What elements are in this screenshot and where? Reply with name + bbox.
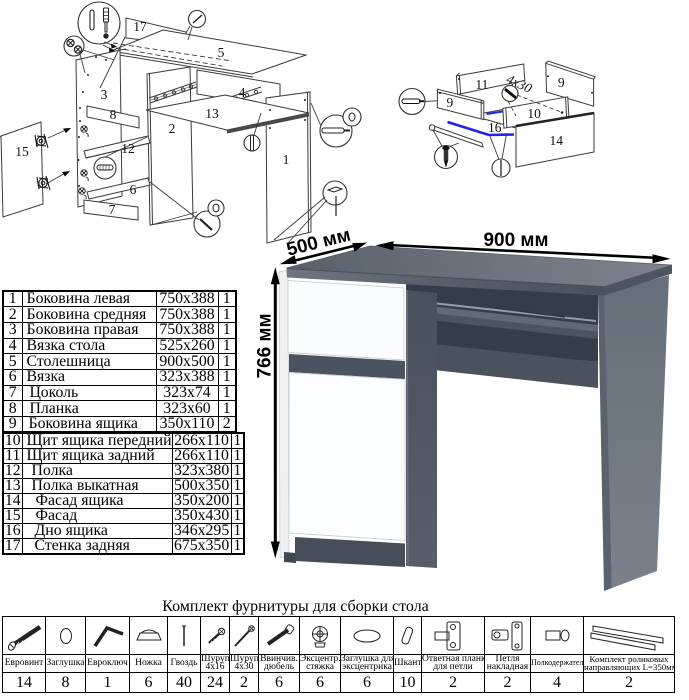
svg-text:766 мм: 766 мм <box>255 313 276 378</box>
svg-text:7: 7 <box>109 202 116 217</box>
svg-text:14: 14 <box>550 133 564 148</box>
svg-text:3: 3 <box>101 87 108 102</box>
svg-text:15: 15 <box>15 144 29 159</box>
svg-text:16: 16 <box>488 120 502 135</box>
svg-text:17: 17 <box>133 19 147 34</box>
svg-text:4: 4 <box>239 85 246 100</box>
svg-text:900 мм: 900 мм <box>483 230 548 251</box>
svg-text:9: 9 <box>558 75 565 90</box>
svg-text:2: 2 <box>169 121 176 136</box>
svg-text:10: 10 <box>527 106 541 121</box>
svg-text:8: 8 <box>110 107 117 122</box>
svg-text:9: 9 <box>447 95 454 110</box>
svg-text:11: 11 <box>475 77 488 92</box>
svg-text:12: 12 <box>121 141 135 156</box>
svg-text:1: 1 <box>283 152 290 167</box>
svg-text:5: 5 <box>218 45 225 60</box>
svg-text:6: 6 <box>130 182 137 197</box>
svg-text:13: 13 <box>205 106 219 121</box>
